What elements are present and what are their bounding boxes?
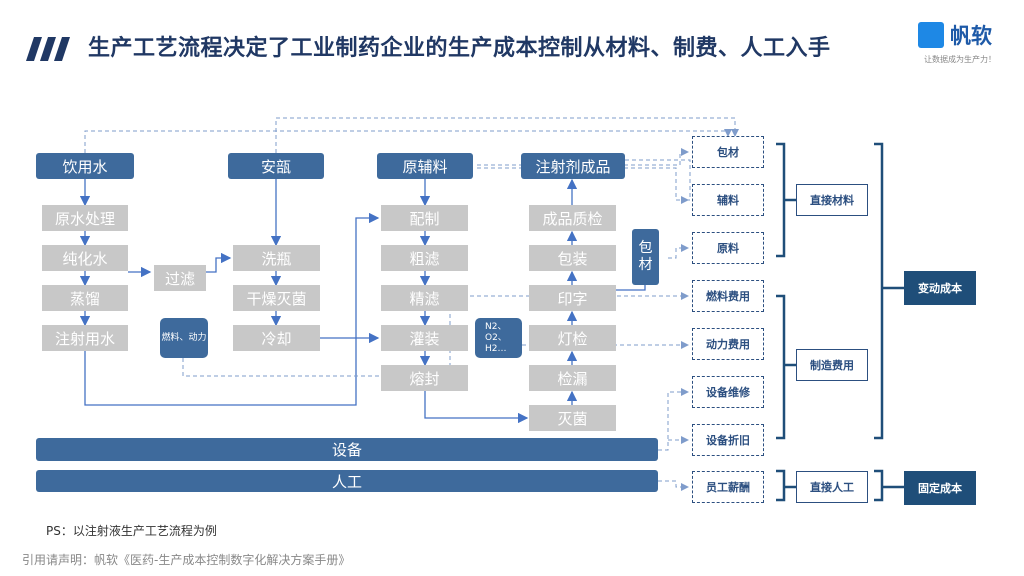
equipment-bar: 设备	[36, 438, 658, 461]
cost-item-auxiliary: 辅料	[692, 184, 764, 216]
cost-group-manufacturing: 制造费用	[796, 349, 868, 381]
process-step: 灯检	[529, 325, 616, 351]
cost-item-depreciation: 设备折旧	[692, 424, 764, 456]
process-step: 原水处理	[42, 205, 128, 231]
header-drinking-water: 饮用水	[36, 153, 134, 179]
process-step: 精滤	[381, 285, 468, 311]
cost-type-fixed: 固定成本	[904, 471, 976, 505]
header-finished-injection: 注射剂成品	[521, 153, 625, 179]
logo-slogan: 让数据成为生产力！	[924, 55, 996, 64]
header-raw-materials: 原辅料	[377, 153, 473, 179]
page-title: 生产工艺流程决定了工业制药企业的生产成本控制从材料、制费、人工入手	[88, 36, 831, 61]
logo-name: 帆软	[950, 24, 992, 48]
process-step: 冷却	[233, 325, 320, 351]
cost-type-variable: 变动成本	[904, 271, 976, 305]
fuel-power-box: 燃料、动力	[160, 318, 208, 358]
process-step: 成品质检	[529, 205, 616, 231]
process-step: 印字	[529, 285, 616, 311]
header-ampoule: 安瓿	[228, 153, 324, 179]
process-step: 干燥灭菌	[233, 285, 320, 311]
example-note: PS：以注射液生产工艺流程为例	[46, 524, 217, 538]
cost-item-maintenance: 设备维修	[692, 376, 764, 408]
process-step: 配制	[381, 205, 468, 231]
process-step: 注射用水	[42, 325, 128, 351]
title-decoration-icon	[26, 37, 70, 61]
cost-group-direct-material: 直接材料	[796, 184, 868, 216]
cost-item-packaging: 包材	[692, 136, 764, 168]
process-step-filter: 过滤	[154, 265, 206, 291]
process-step: 检漏	[529, 365, 616, 391]
process-step: 熔封	[381, 365, 468, 391]
process-step: 纯化水	[42, 245, 128, 271]
process-step: 洗瓶	[233, 245, 320, 271]
packaging-material-box: 包材	[632, 229, 659, 285]
logo-icon	[918, 22, 944, 48]
process-step: 包装	[529, 245, 616, 271]
process-step: 灭菌	[529, 405, 616, 431]
process-step: 粗滤	[381, 245, 468, 271]
cost-item-raw: 原料	[692, 232, 764, 264]
citation-note: 引用请声明：帆软《医药-生产成本控制数字化解决方案手册》	[22, 553, 351, 567]
process-step: 灌装	[381, 325, 468, 351]
cost-item-power: 动力费用	[692, 328, 764, 360]
cost-group-direct-labor: 直接人工	[796, 471, 868, 503]
gas-box: N2、O2、H2…	[475, 318, 522, 358]
cost-item-fuel: 燃料费用	[692, 280, 764, 312]
process-step: 蒸馏	[42, 285, 128, 311]
labor-bar: 人工	[36, 470, 658, 492]
cost-item-wages: 员工薪酬	[692, 471, 764, 503]
